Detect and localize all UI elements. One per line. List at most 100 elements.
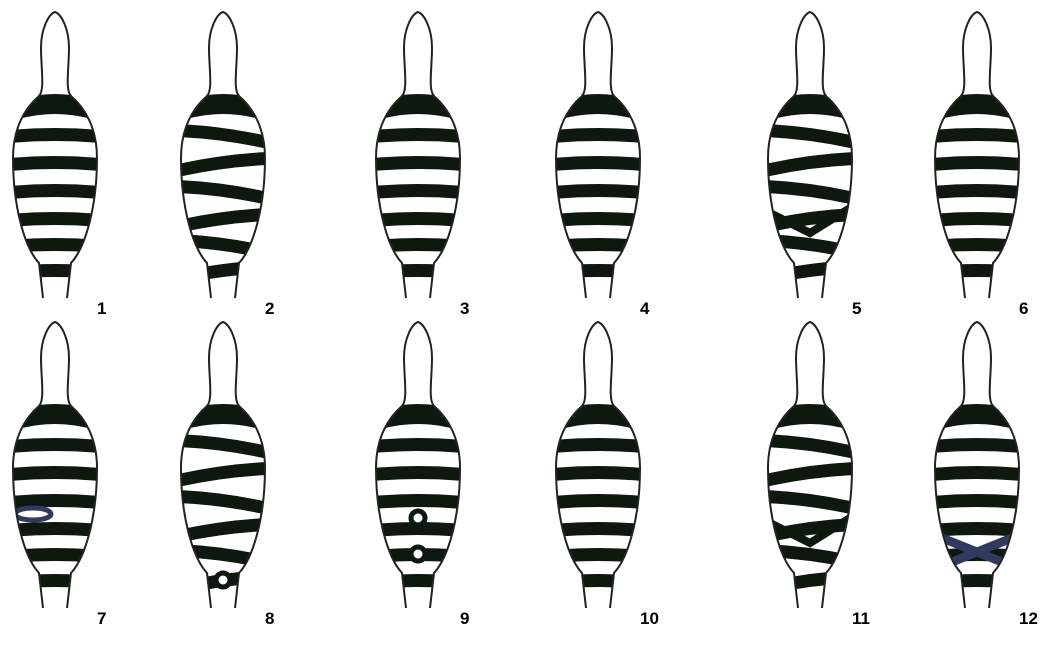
stripe: [553, 184, 643, 199]
panel-label: 8: [265, 609, 274, 628]
body-outline: [376, 322, 460, 608]
band-group: [373, 94, 463, 279]
stripe: [178, 208, 268, 233]
stripe: [10, 264, 100, 279]
stripe: [765, 180, 855, 205]
collar-band: [770, 94, 850, 120]
specimen-1: 1: [10, 12, 106, 318]
ring-mark: [411, 547, 425, 561]
collar-band: [378, 94, 458, 120]
body-outline: [935, 12, 1019, 298]
stripe: [10, 238, 100, 253]
specimen-7: 7: [10, 322, 106, 628]
collar-band: [558, 404, 638, 430]
stripe: [932, 494, 1022, 509]
ring-mark: [216, 573, 230, 587]
stripe: [932, 438, 1022, 453]
stripe: [10, 438, 100, 453]
stripe: [553, 212, 643, 227]
stripe: [932, 128, 1022, 143]
stripe: [553, 494, 643, 509]
specimen-6: 6: [932, 12, 1028, 318]
stripe: [765, 490, 855, 515]
stripe: [553, 522, 643, 537]
stripe: [765, 260, 855, 285]
stripe: [178, 180, 268, 205]
band-group: [553, 94, 643, 279]
stripe: [765, 152, 855, 177]
band-group: [932, 94, 1022, 279]
panel-label: 6: [1019, 299, 1028, 318]
body-outline: [376, 12, 460, 298]
panel-label: 12: [1019, 609, 1038, 628]
stripe: [373, 156, 463, 171]
stripe: [932, 156, 1022, 171]
panel-label: 10: [640, 609, 659, 628]
stripe: [178, 544, 268, 569]
stripe: [178, 462, 268, 487]
specimen-12: 12: [932, 322, 1038, 628]
stripe: [10, 156, 100, 171]
stripe: [765, 234, 855, 259]
collar-band: [183, 404, 263, 430]
panel-label: 4: [640, 299, 650, 318]
stripe: [373, 264, 463, 279]
stripe: [10, 184, 100, 199]
stripe: [553, 128, 643, 143]
body-outline: [13, 12, 97, 298]
band-group: [765, 94, 855, 285]
stripe: [10, 548, 100, 563]
stripe: [932, 574, 1022, 589]
stripe: [178, 518, 268, 543]
stripe: [373, 184, 463, 199]
specimen-11: 11: [765, 322, 870, 628]
panel-label: 11: [852, 609, 870, 628]
collar-band: [937, 404, 1017, 430]
stripe: [553, 238, 643, 253]
stripe: [178, 152, 268, 177]
stripe: [178, 260, 268, 285]
stripe: [553, 264, 643, 279]
panel-label: 3: [460, 299, 469, 318]
stripe: [373, 212, 463, 227]
specimen-4: 4: [553, 12, 650, 318]
panel-label: 2: [265, 299, 274, 318]
stripe: [765, 462, 855, 487]
specimen-3: 3: [373, 12, 469, 318]
stripe: [373, 438, 463, 453]
stripe: [932, 184, 1022, 199]
specimen-2: 2: [178, 12, 274, 318]
specimen-5: 5: [765, 12, 861, 318]
stripe: [373, 238, 463, 253]
specimen-8: 8: [178, 322, 274, 628]
band-group: [553, 404, 643, 589]
body-outline: [556, 322, 640, 608]
body-outline: [935, 322, 1019, 608]
loop-mark: [15, 508, 51, 520]
stripe: [373, 494, 463, 509]
band-group: [178, 404, 268, 595]
collar-band: [770, 404, 850, 430]
stripe: [765, 570, 855, 595]
panel-label: 9: [460, 609, 469, 628]
body-outline: [556, 12, 640, 298]
stripe: [553, 156, 643, 171]
band-group: [373, 404, 463, 589]
collar-band: [558, 94, 638, 120]
stripe: [10, 574, 100, 589]
collar-band: [378, 404, 458, 430]
stripe: [765, 434, 855, 459]
stripe: [10, 212, 100, 227]
band-group: [10, 404, 100, 589]
stripe: [373, 574, 463, 589]
stripe: [373, 128, 463, 143]
stripe: [178, 124, 268, 149]
stripe: [10, 522, 100, 537]
stripe: [932, 212, 1022, 227]
stripe: [373, 466, 463, 481]
stripe: [553, 466, 643, 481]
ring-mark: [411, 511, 425, 525]
stripe: [178, 234, 268, 259]
specimen-9: 9: [373, 322, 469, 628]
